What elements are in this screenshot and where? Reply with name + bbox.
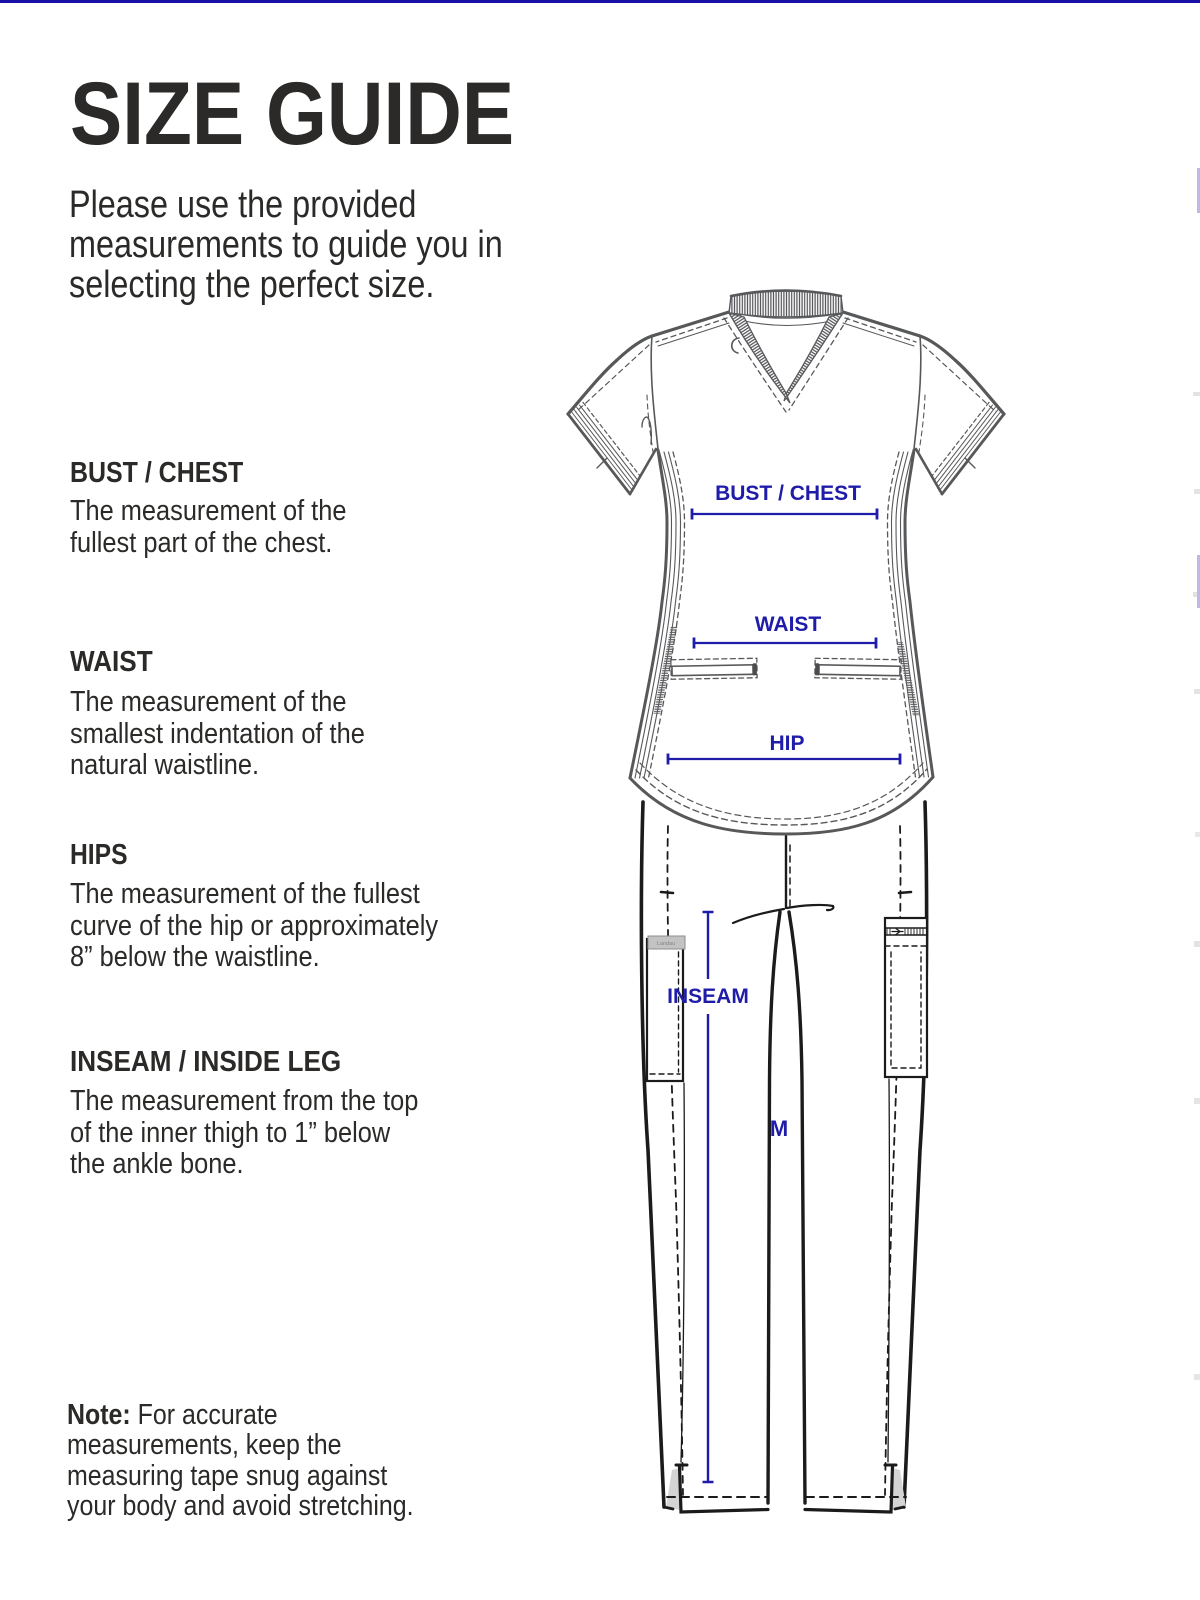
svg-text:M: M [770, 1116, 788, 1141]
svg-text:Landau: Landau [657, 941, 675, 947]
svg-text:WAIST: WAIST [755, 613, 822, 636]
svg-text:INSEAM: INSEAM [667, 985, 749, 1008]
svg-text:HIP: HIP [769, 732, 804, 755]
svg-text:BUST / CHEST: BUST / CHEST [715, 482, 861, 505]
